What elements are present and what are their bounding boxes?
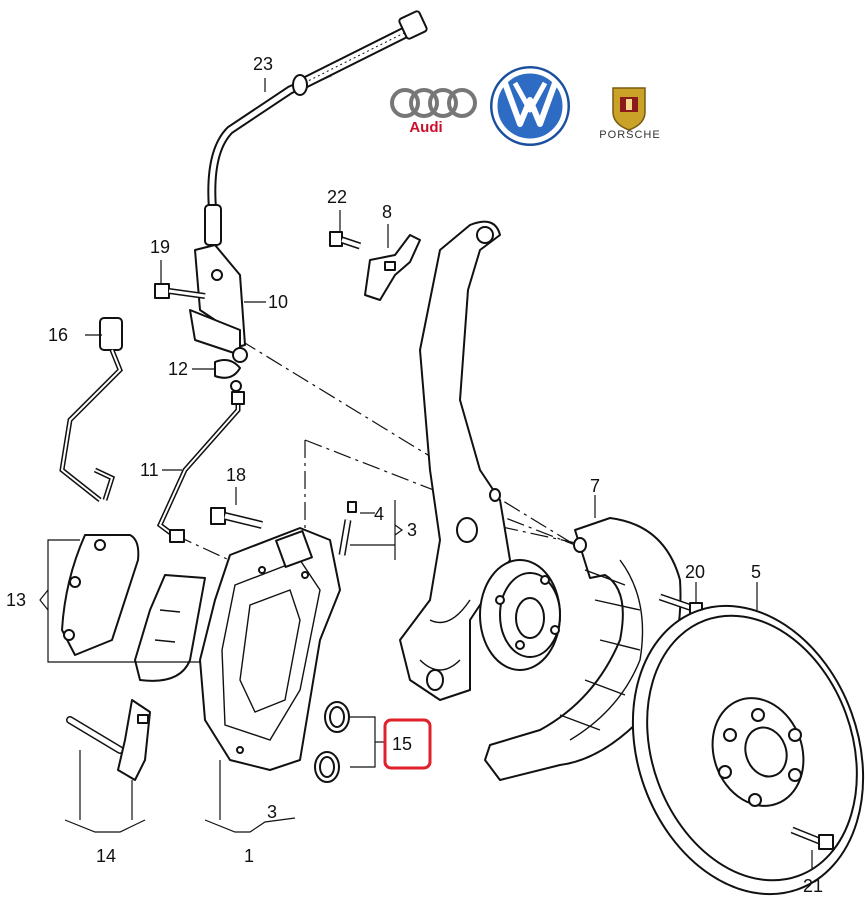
porsche-crest: PORSCHE bbox=[599, 87, 660, 141]
callout-15: 15 bbox=[392, 734, 412, 754]
wheel-hub bbox=[479, 559, 561, 671]
wear-sensor-16 bbox=[59, 317, 123, 502]
callout-12: 12 bbox=[168, 359, 188, 379]
callout-23: 23 bbox=[253, 54, 273, 74]
pins-and-spring-14 bbox=[66, 699, 151, 781]
callout-16: 16 bbox=[48, 325, 68, 345]
callout-8: 8 bbox=[382, 202, 392, 222]
porsche-logo-text: PORSCHE bbox=[599, 129, 660, 141]
callout-5: 5 bbox=[751, 562, 761, 582]
seal-rings-15 bbox=[314, 701, 350, 783]
hose-bracket bbox=[189, 244, 248, 363]
callout-7: 7 bbox=[590, 476, 600, 496]
brake-pad-front bbox=[61, 534, 140, 656]
callout-10: 10 bbox=[268, 292, 288, 312]
bolt-21 bbox=[790, 826, 834, 850]
bolt-22 bbox=[329, 231, 362, 250]
callout-1: 1 bbox=[244, 846, 254, 866]
brake-line-11 bbox=[156, 391, 245, 543]
clip-12 bbox=[214, 359, 242, 392]
callout-19: 19 bbox=[150, 237, 170, 257]
assembly-guide-lines bbox=[174, 339, 586, 566]
callout-labels: 23 22 8 19 10 16 12 11 18 7 4 3 20 5 13 … bbox=[6, 54, 823, 896]
audi-logo: Audi bbox=[390, 88, 477, 136]
highlight-box-15 bbox=[383, 718, 432, 770]
callout-3-bottom: 3 bbox=[267, 802, 277, 822]
audi-logo-text: Audi bbox=[409, 119, 442, 136]
bracket-8 bbox=[364, 234, 421, 301]
bolt-18 bbox=[210, 507, 263, 529]
callout-18: 18 bbox=[226, 465, 246, 485]
vw-logo bbox=[490, 66, 570, 146]
callout-4: 4 bbox=[374, 504, 384, 524]
callout-22: 22 bbox=[327, 187, 347, 207]
leader-lines bbox=[39, 78, 813, 870]
bolt-19 bbox=[154, 283, 206, 299]
callout-13: 13 bbox=[6, 590, 26, 610]
callout-14: 14 bbox=[96, 846, 116, 866]
splash-shield-7 bbox=[484, 517, 682, 781]
callout-20: 20 bbox=[685, 562, 705, 582]
callout-11: 11 bbox=[140, 460, 159, 480]
brake-caliper bbox=[199, 527, 341, 771]
steering-knuckle bbox=[399, 220, 511, 701]
brake-pad-rear bbox=[134, 574, 206, 682]
brake-disc-5 bbox=[631, 604, 865, 896]
brake-hose bbox=[204, 10, 428, 246]
callout-3-top: 3 bbox=[407, 520, 417, 540]
callout-21: 21 bbox=[803, 876, 823, 896]
bleeder-valve-4 bbox=[338, 501, 357, 556]
